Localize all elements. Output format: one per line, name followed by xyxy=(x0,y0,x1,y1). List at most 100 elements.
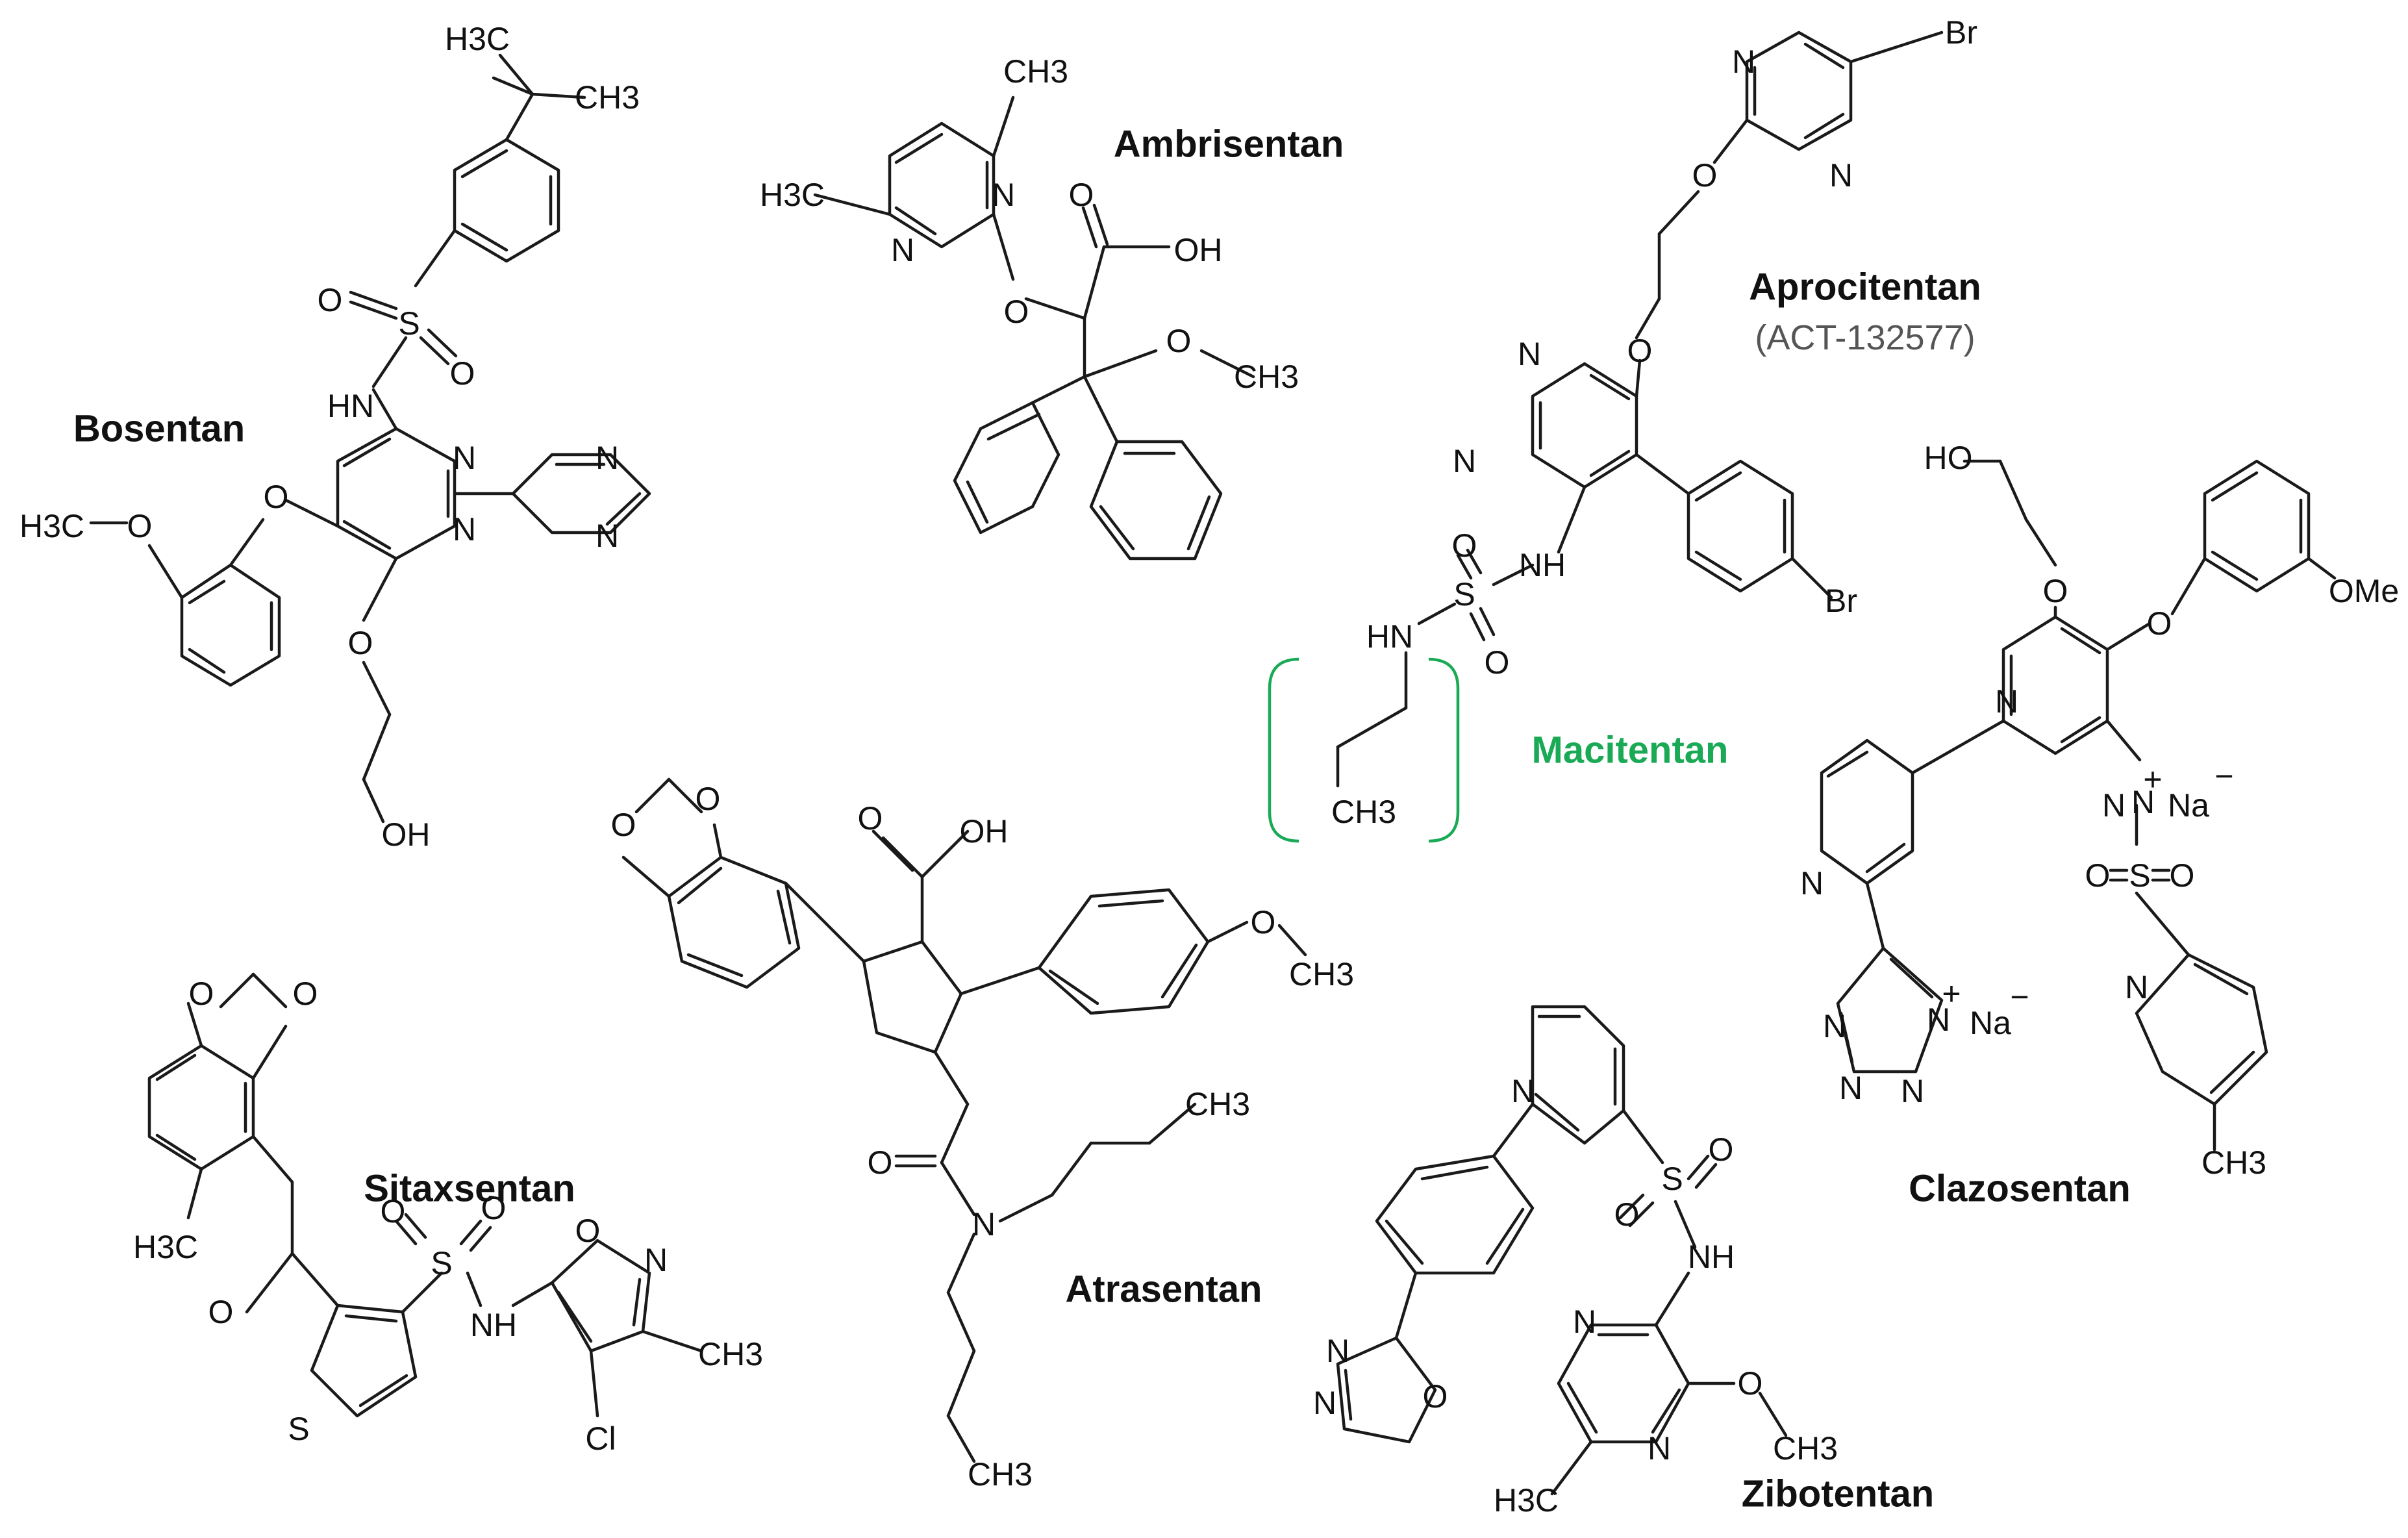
clazosentan-n-label: N xyxy=(1823,1008,1846,1044)
aprocitentan-o-label: O xyxy=(1452,527,1477,564)
aprocitentan-br-label: Br xyxy=(1825,583,1857,619)
aprocitentan-o-label: O xyxy=(1692,157,1718,194)
clazosentan-na-label: Na xyxy=(1970,1005,2011,1041)
sitaxsentan-n-label: N xyxy=(644,1242,668,1278)
zibotentan-structure: N O S O NH N N O CH3 H3C N N O Zibotenta… xyxy=(1313,1005,1934,1519)
bosentan-n-label: N xyxy=(453,440,476,476)
atrasentan-structure: O O O OH O CH3 O N CH3 CH3 Atrasentan xyxy=(611,777,1354,1493)
aprocitentan-name: Aprocitentan xyxy=(1749,266,1981,309)
macitentan-bracket: Macitentan xyxy=(1268,657,1729,843)
bosentan-o-label: O xyxy=(450,355,475,392)
ambrisentan-name: Ambrisentan xyxy=(1114,123,1344,166)
aprocitentan-hn-label: HN xyxy=(1366,618,1413,655)
bosentan-structure: H3C CH3 O S O HN N N N N O O H3C O OH Bo… xyxy=(19,21,651,853)
atrasentan-n-label: N xyxy=(972,1206,996,1242)
bosentan-n-label: N xyxy=(596,440,619,476)
clazosentan-plus-label: + xyxy=(1942,976,1961,1012)
ambrisentan-o-label: O xyxy=(1069,177,1094,213)
sitaxsentan-s-label: S xyxy=(431,1245,452,1281)
clazosentan-ch3-label: CH3 xyxy=(2201,1144,2266,1181)
bosentan-o-label: O xyxy=(348,625,373,661)
clazosentan-o-label: O xyxy=(2043,573,2068,609)
bosentan-s-label: S xyxy=(398,305,420,342)
aprocitentan-code: (ACT-132577) xyxy=(1755,318,1975,357)
sitaxsentan-h3c-label: H3C xyxy=(133,1229,198,1265)
atrasentan-o-label: O xyxy=(611,807,636,843)
atrasentan-ch3-label: CH3 xyxy=(1289,956,1354,992)
atrasentan-o-label: O xyxy=(696,781,721,817)
clazosentan-ho-label: HO xyxy=(1924,440,1973,476)
zibotentan-o-label: O xyxy=(1423,1378,1448,1415)
bosentan-name: Bosentan xyxy=(73,408,245,450)
aprocitentan-br-label: Br xyxy=(1945,14,1977,51)
atrasentan-ch3-label: CH3 xyxy=(968,1456,1033,1493)
aprocitentan-n-label: N xyxy=(1829,157,1853,194)
clazosentan-name: Clazosentan xyxy=(1909,1168,2131,1210)
bosentan-o-label: O xyxy=(318,282,343,318)
ambrisentan-o-label: O xyxy=(1166,323,1192,359)
aprocitentan-nh-label: NH xyxy=(1519,547,1566,583)
zibotentan-n-label: N xyxy=(1511,1073,1535,1109)
zibotentan-s-label: S xyxy=(1661,1161,1683,1197)
macitentan-ch3-label: CH3 xyxy=(1331,794,1396,830)
clazosentan-structure: HO O N N O OMe N + Na − O S O N CH3 N N … xyxy=(1800,440,2399,1210)
sitaxsentan-s-label: S xyxy=(288,1411,309,1447)
zibotentan-name: Zibotentan xyxy=(1742,1473,1934,1515)
clazosentan-minus-label: − xyxy=(2010,979,2029,1015)
zibotentan-n-label: N xyxy=(1648,1430,1671,1467)
bosentan-o-label: O xyxy=(264,479,289,515)
zibotentan-o-label: O xyxy=(1738,1365,1763,1402)
zibotentan-n-label: N xyxy=(1313,1385,1336,1421)
sitaxsentan-o-label: O xyxy=(575,1213,601,1249)
clazosentan-n-label: N xyxy=(1839,1070,1862,1106)
clazosentan-n-label: N xyxy=(2131,784,2155,820)
clazosentan-n-label: N xyxy=(1927,1002,1950,1038)
sitaxsentan-nh-label: NH xyxy=(470,1307,517,1343)
bosentan-ch3-label: CH3 xyxy=(575,79,640,116)
bosentan-o-label: O xyxy=(127,508,153,544)
atrasentan-oh-label: OH xyxy=(960,813,1009,850)
ambrisentan-oh-label: OH xyxy=(1174,232,1223,268)
clazosentan-o-label: O xyxy=(2170,857,2195,894)
bosentan-n-label: N xyxy=(596,518,619,554)
ambrisentan-h3c-label: H3C xyxy=(760,177,825,213)
zibotentan-n-label: N xyxy=(1326,1333,1349,1369)
ambrisentan-n-label: N xyxy=(891,232,914,268)
atrasentan-o-label: O xyxy=(868,1144,893,1181)
zibotentan-n-label: N xyxy=(1573,1304,1596,1340)
atrasentan-name: Atrasentan xyxy=(1066,1268,1262,1311)
ambrisentan-structure: CH3 H3C N N O O OH O CH3 Ambrisentan xyxy=(760,53,1344,561)
bosentan-h3c-label: H3C xyxy=(19,508,84,544)
sitaxsentan-o-label: O xyxy=(381,1193,406,1229)
clazosentan-o-label: O xyxy=(2147,605,2172,642)
clazosentan-o-label: O xyxy=(2085,857,2111,894)
ambrisentan-ch3-label: CH3 xyxy=(1003,53,1068,90)
macitentan-name: Macitentan xyxy=(1532,729,1729,772)
bosentan-hn-label: HN xyxy=(327,388,374,424)
clazosentan-n-label: N xyxy=(2102,787,2126,824)
clazosentan-n-label: N xyxy=(2125,969,2148,1005)
clazosentan-na-label: Na xyxy=(2168,787,2209,824)
zibotentan-nh-label: NH xyxy=(1688,1239,1735,1275)
clazosentan-minus-label: − xyxy=(2214,758,2233,794)
sitaxsentan-o-label: O xyxy=(189,976,214,1012)
clazosentan-ome-label: OMe xyxy=(2329,573,2399,609)
bosentan-n-label: N xyxy=(453,511,476,548)
sitaxsentan-o-label: O xyxy=(293,976,318,1012)
bosentan-h3c-label: H3C xyxy=(445,21,510,57)
clazosentan-plus-label: + xyxy=(2143,761,2162,798)
aprocitentan-o-label: O xyxy=(1485,644,1510,681)
zibotentan-o-label: O xyxy=(1709,1131,1734,1168)
clazosentan-n-label: N xyxy=(1800,865,1824,901)
aprocitentan-n-label: N xyxy=(1732,44,1755,80)
aprocitentan-n-label: N xyxy=(1453,443,1476,479)
clazosentan-n-label: N xyxy=(1995,683,2018,720)
atrasentan-o-label: O xyxy=(1251,904,1276,940)
sitaxsentan-o-label: O xyxy=(481,1190,507,1226)
ambrisentan-n-label: N xyxy=(992,177,1015,213)
aprocitentan-structure: Br N N O O N N Br NH O S O HN CH3 Aproci… xyxy=(1331,14,1981,830)
clazosentan-s-label: S xyxy=(2129,857,2150,894)
sitaxsentan-structure: O O H3C O S O S O NH O N CH3 Cl Sitaxsen… xyxy=(133,972,763,1457)
